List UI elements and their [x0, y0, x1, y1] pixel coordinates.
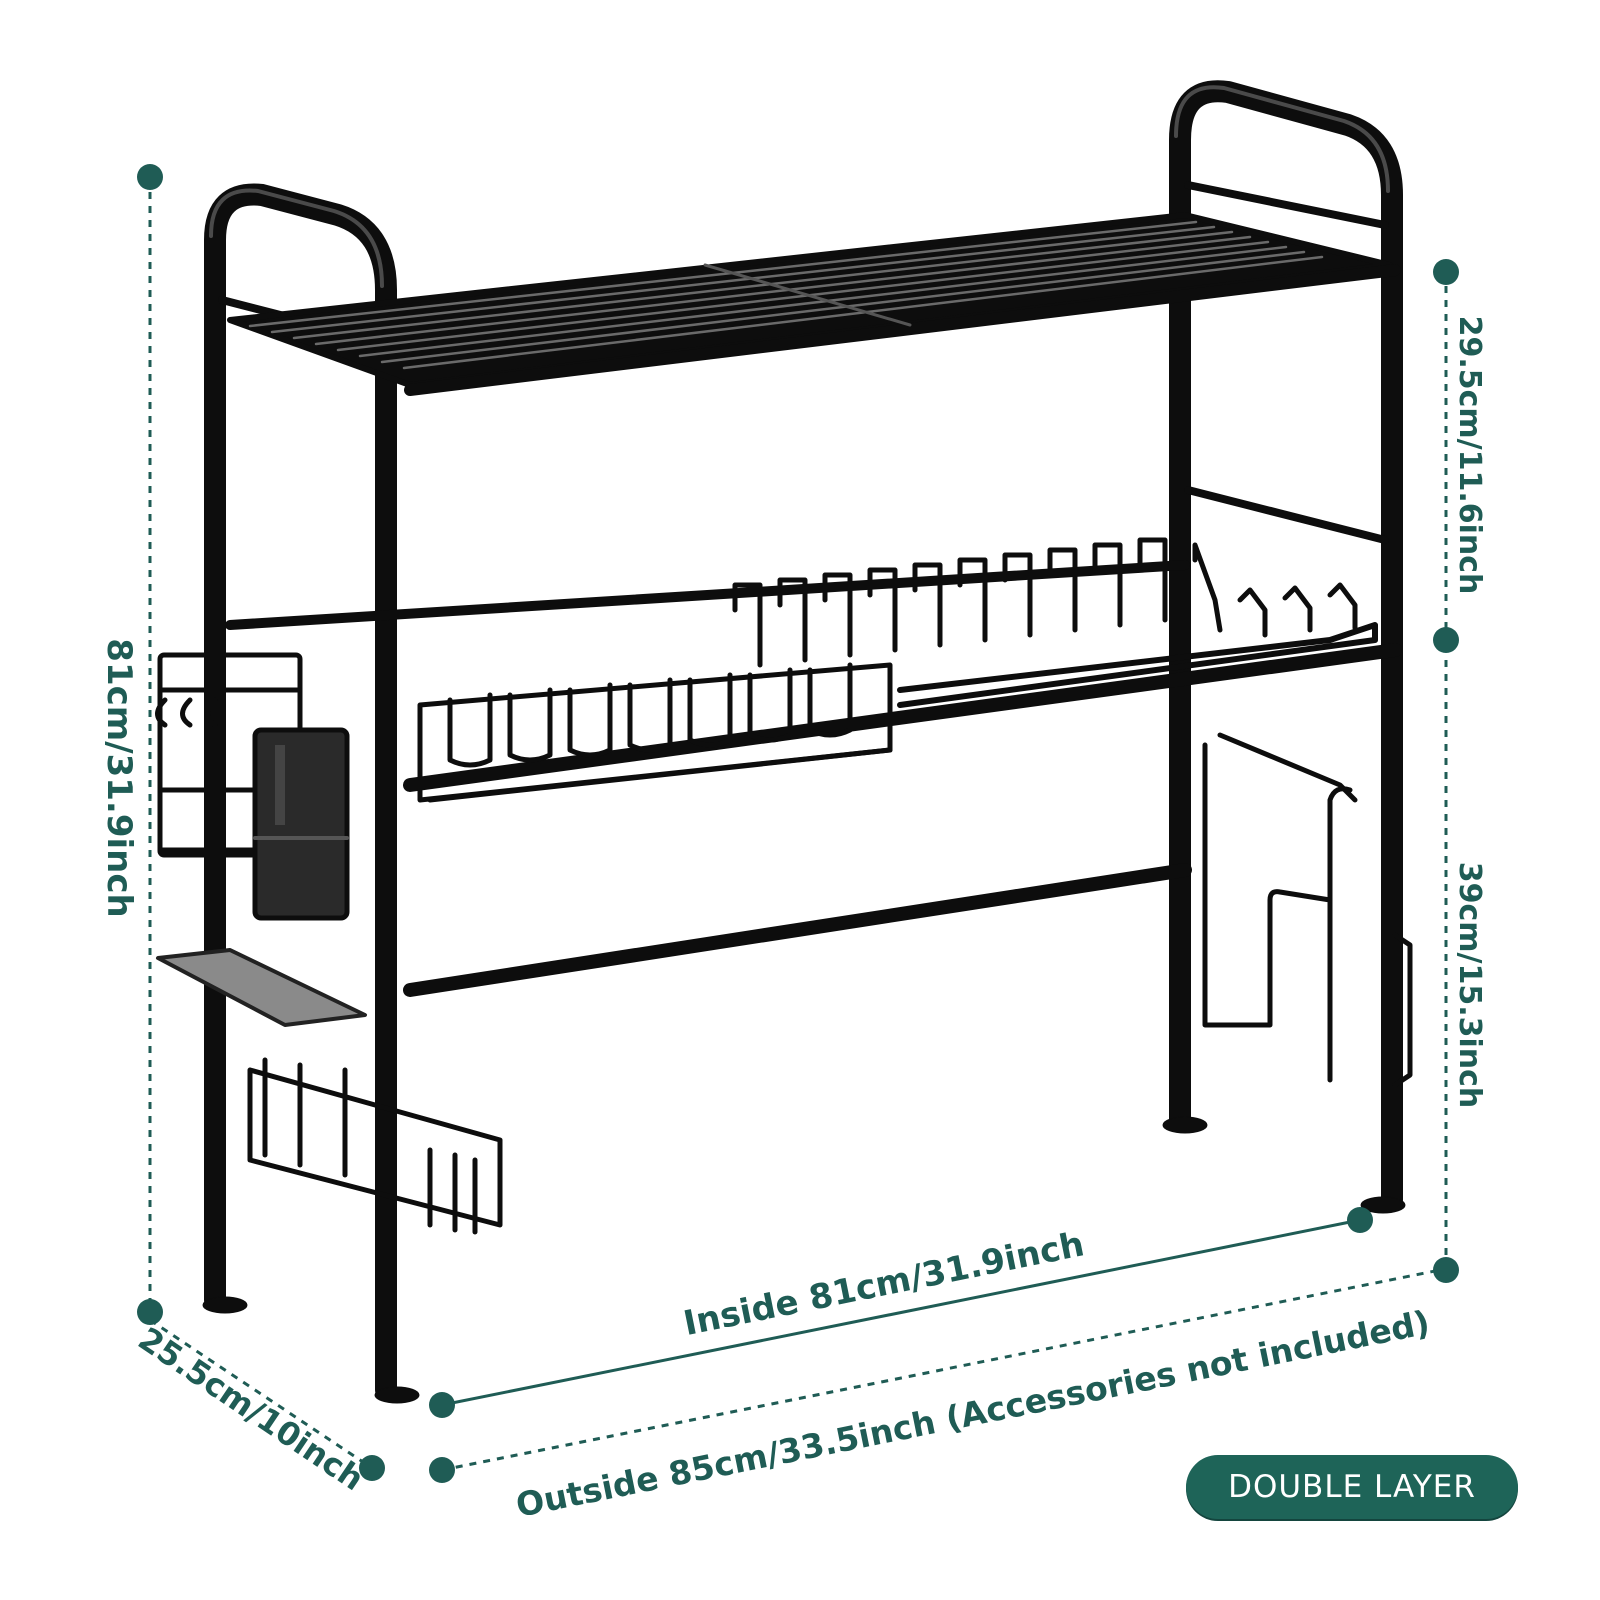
marker-inside-left [429, 1392, 455, 1418]
marker-total-bottom [137, 1299, 163, 1325]
inside-width-label: Inside 81cm/31.9inch [680, 1224, 1087, 1344]
marker-upper-top [1433, 259, 1459, 285]
marker-lower-bottom [1433, 1257, 1459, 1283]
upper-height-label: 29.5cm/11.6inch [1452, 316, 1487, 595]
lower-height-label: 39cm/15.3inch [1452, 862, 1487, 1109]
marker-depth-end [359, 1455, 385, 1481]
dimension-markers [137, 164, 1459, 1483]
marker-inside-right [1347, 1207, 1373, 1233]
marker-outside-left [429, 1457, 455, 1483]
badge-label: DOUBLE LAYER [1228, 1469, 1476, 1505]
double-layer-badge: DOUBLE LAYER [1186, 1455, 1518, 1519]
total-height-label: 81cm/31.9inch [99, 638, 139, 917]
marker-total-top [137, 164, 163, 190]
marker-upper-bottom [1433, 627, 1459, 653]
dimension-lines [148, 178, 1448, 1472]
depth-label: 25.5cm/10inch [132, 1320, 371, 1499]
rack-illustration [155, 80, 1413, 1404]
